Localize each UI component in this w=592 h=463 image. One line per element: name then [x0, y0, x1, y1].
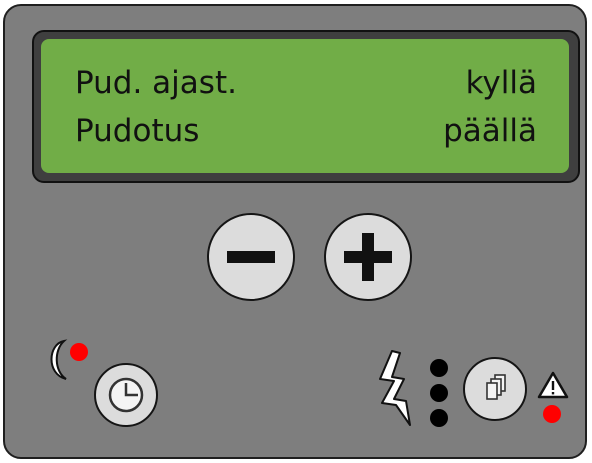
pages-icon	[486, 374, 506, 400]
lcd-row-1-value: kyllä	[465, 65, 537, 101]
warning-indicator-led	[543, 405, 561, 423]
lcd-display: Pud. ajast. kyllä Pudotus päällä	[41, 39, 569, 173]
lcd-row-2-label: Pudotus	[75, 113, 200, 149]
control-panel: Pud. ajast. kyllä Pudotus päällä	[3, 4, 587, 459]
lcd-frame: Pud. ajast. kyllä Pudotus päällä	[32, 30, 580, 183]
lcd-row-1-label: Pud. ajast.	[75, 65, 237, 101]
minus-icon	[227, 251, 275, 263]
night-indicator-led	[70, 343, 88, 361]
warning-triangle-icon	[537, 371, 569, 399]
lightning-icon	[379, 350, 411, 426]
plus-icon	[344, 233, 392, 281]
minus-button[interactable]	[207, 213, 295, 301]
clock-button[interactable]	[94, 363, 158, 427]
moon-icon	[50, 339, 68, 380]
lcd-row-2: Pudotus päällä	[75, 108, 537, 154]
level-led-3	[430, 409, 448, 427]
pages-button[interactable]	[463, 357, 527, 421]
lcd-row-1: Pud. ajast. kyllä	[75, 60, 537, 106]
level-led-1	[430, 359, 448, 377]
plus-button[interactable]	[324, 213, 412, 301]
clock-icon	[108, 377, 144, 413]
level-led-2	[430, 384, 448, 402]
lcd-row-2-value: päällä	[443, 113, 537, 149]
